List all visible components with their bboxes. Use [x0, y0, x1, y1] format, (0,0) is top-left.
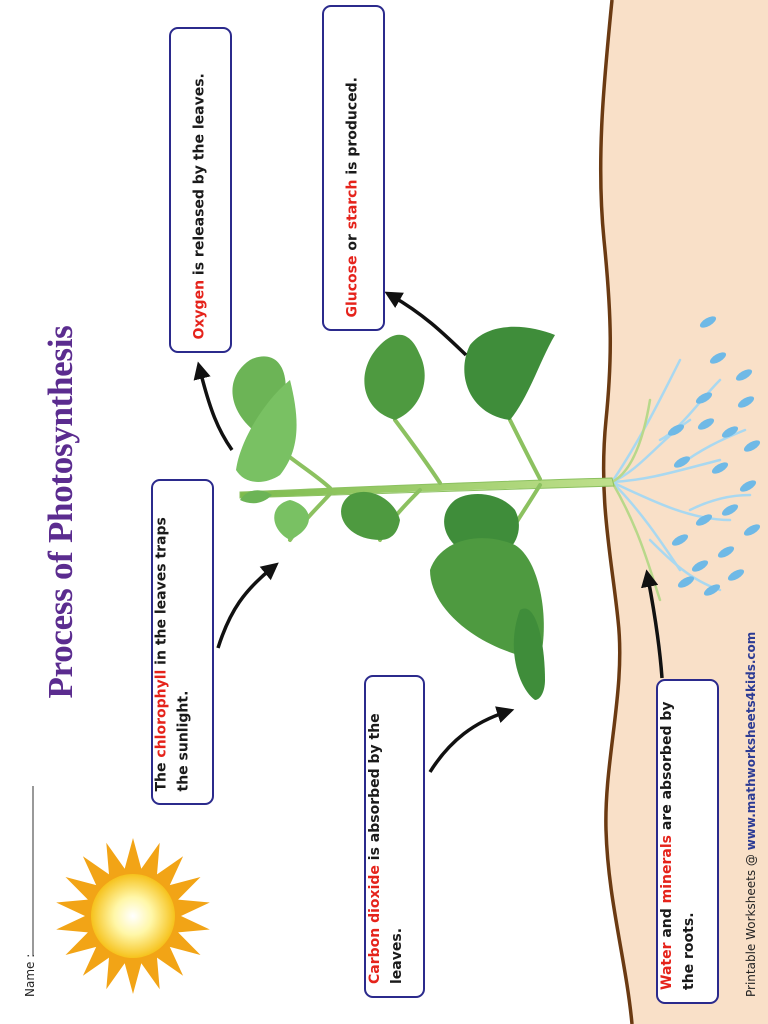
arrow-glucose [384, 291, 468, 357]
page-title: Process of Photosynthesis [41, 325, 80, 699]
footer-prefix: Printable Worksheets @ [744, 850, 758, 997]
leaf [341, 491, 400, 540]
oxygen-text: Oxygen is released by the leaves. [191, 73, 208, 340]
leaf [464, 326, 555, 420]
arrow-carbon-dioxide [428, 706, 515, 773]
arrow-oxygen [193, 361, 234, 452]
arrow-water [641, 569, 664, 679]
water-callout [656, 679, 719, 1004]
arrows [193, 291, 664, 773]
water-text: Water and minerals are absorbed by the r… [659, 701, 697, 991]
chlorophyll-callout [151, 479, 214, 805]
leaf [274, 500, 309, 540]
leaf [364, 334, 425, 420]
leaf [236, 380, 297, 482]
leaf [240, 490, 272, 504]
leaves [232, 326, 555, 700]
water-droplets [667, 316, 761, 596]
sun-icon [56, 838, 210, 994]
name-label: Name : [23, 953, 37, 997]
chlorophyll-text: The chlorophyll in the leaves traps the … [153, 517, 192, 792]
glucose-text: Glucose or starch is produced. [344, 77, 361, 318]
roots [610, 358, 752, 602]
soil-edge [598, 0, 634, 1024]
carbon-dioxide-text: Carbon dioxide is absorbed by the leaves… [367, 713, 405, 984]
plant-stem [239, 477, 615, 499]
glucose-callout [322, 5, 385, 331]
footer-url[interactable]: www.mathworksheets4kids.com [744, 631, 758, 851]
oxygen-callout [169, 27, 232, 353]
footer-credit: Printable Worksheets @ www.mathworksheet… [742, 632, 760, 997]
arrow-chlorophyll [216, 562, 279, 649]
leaf [513, 608, 545, 700]
carbon-dioxide-callout [364, 675, 425, 998]
